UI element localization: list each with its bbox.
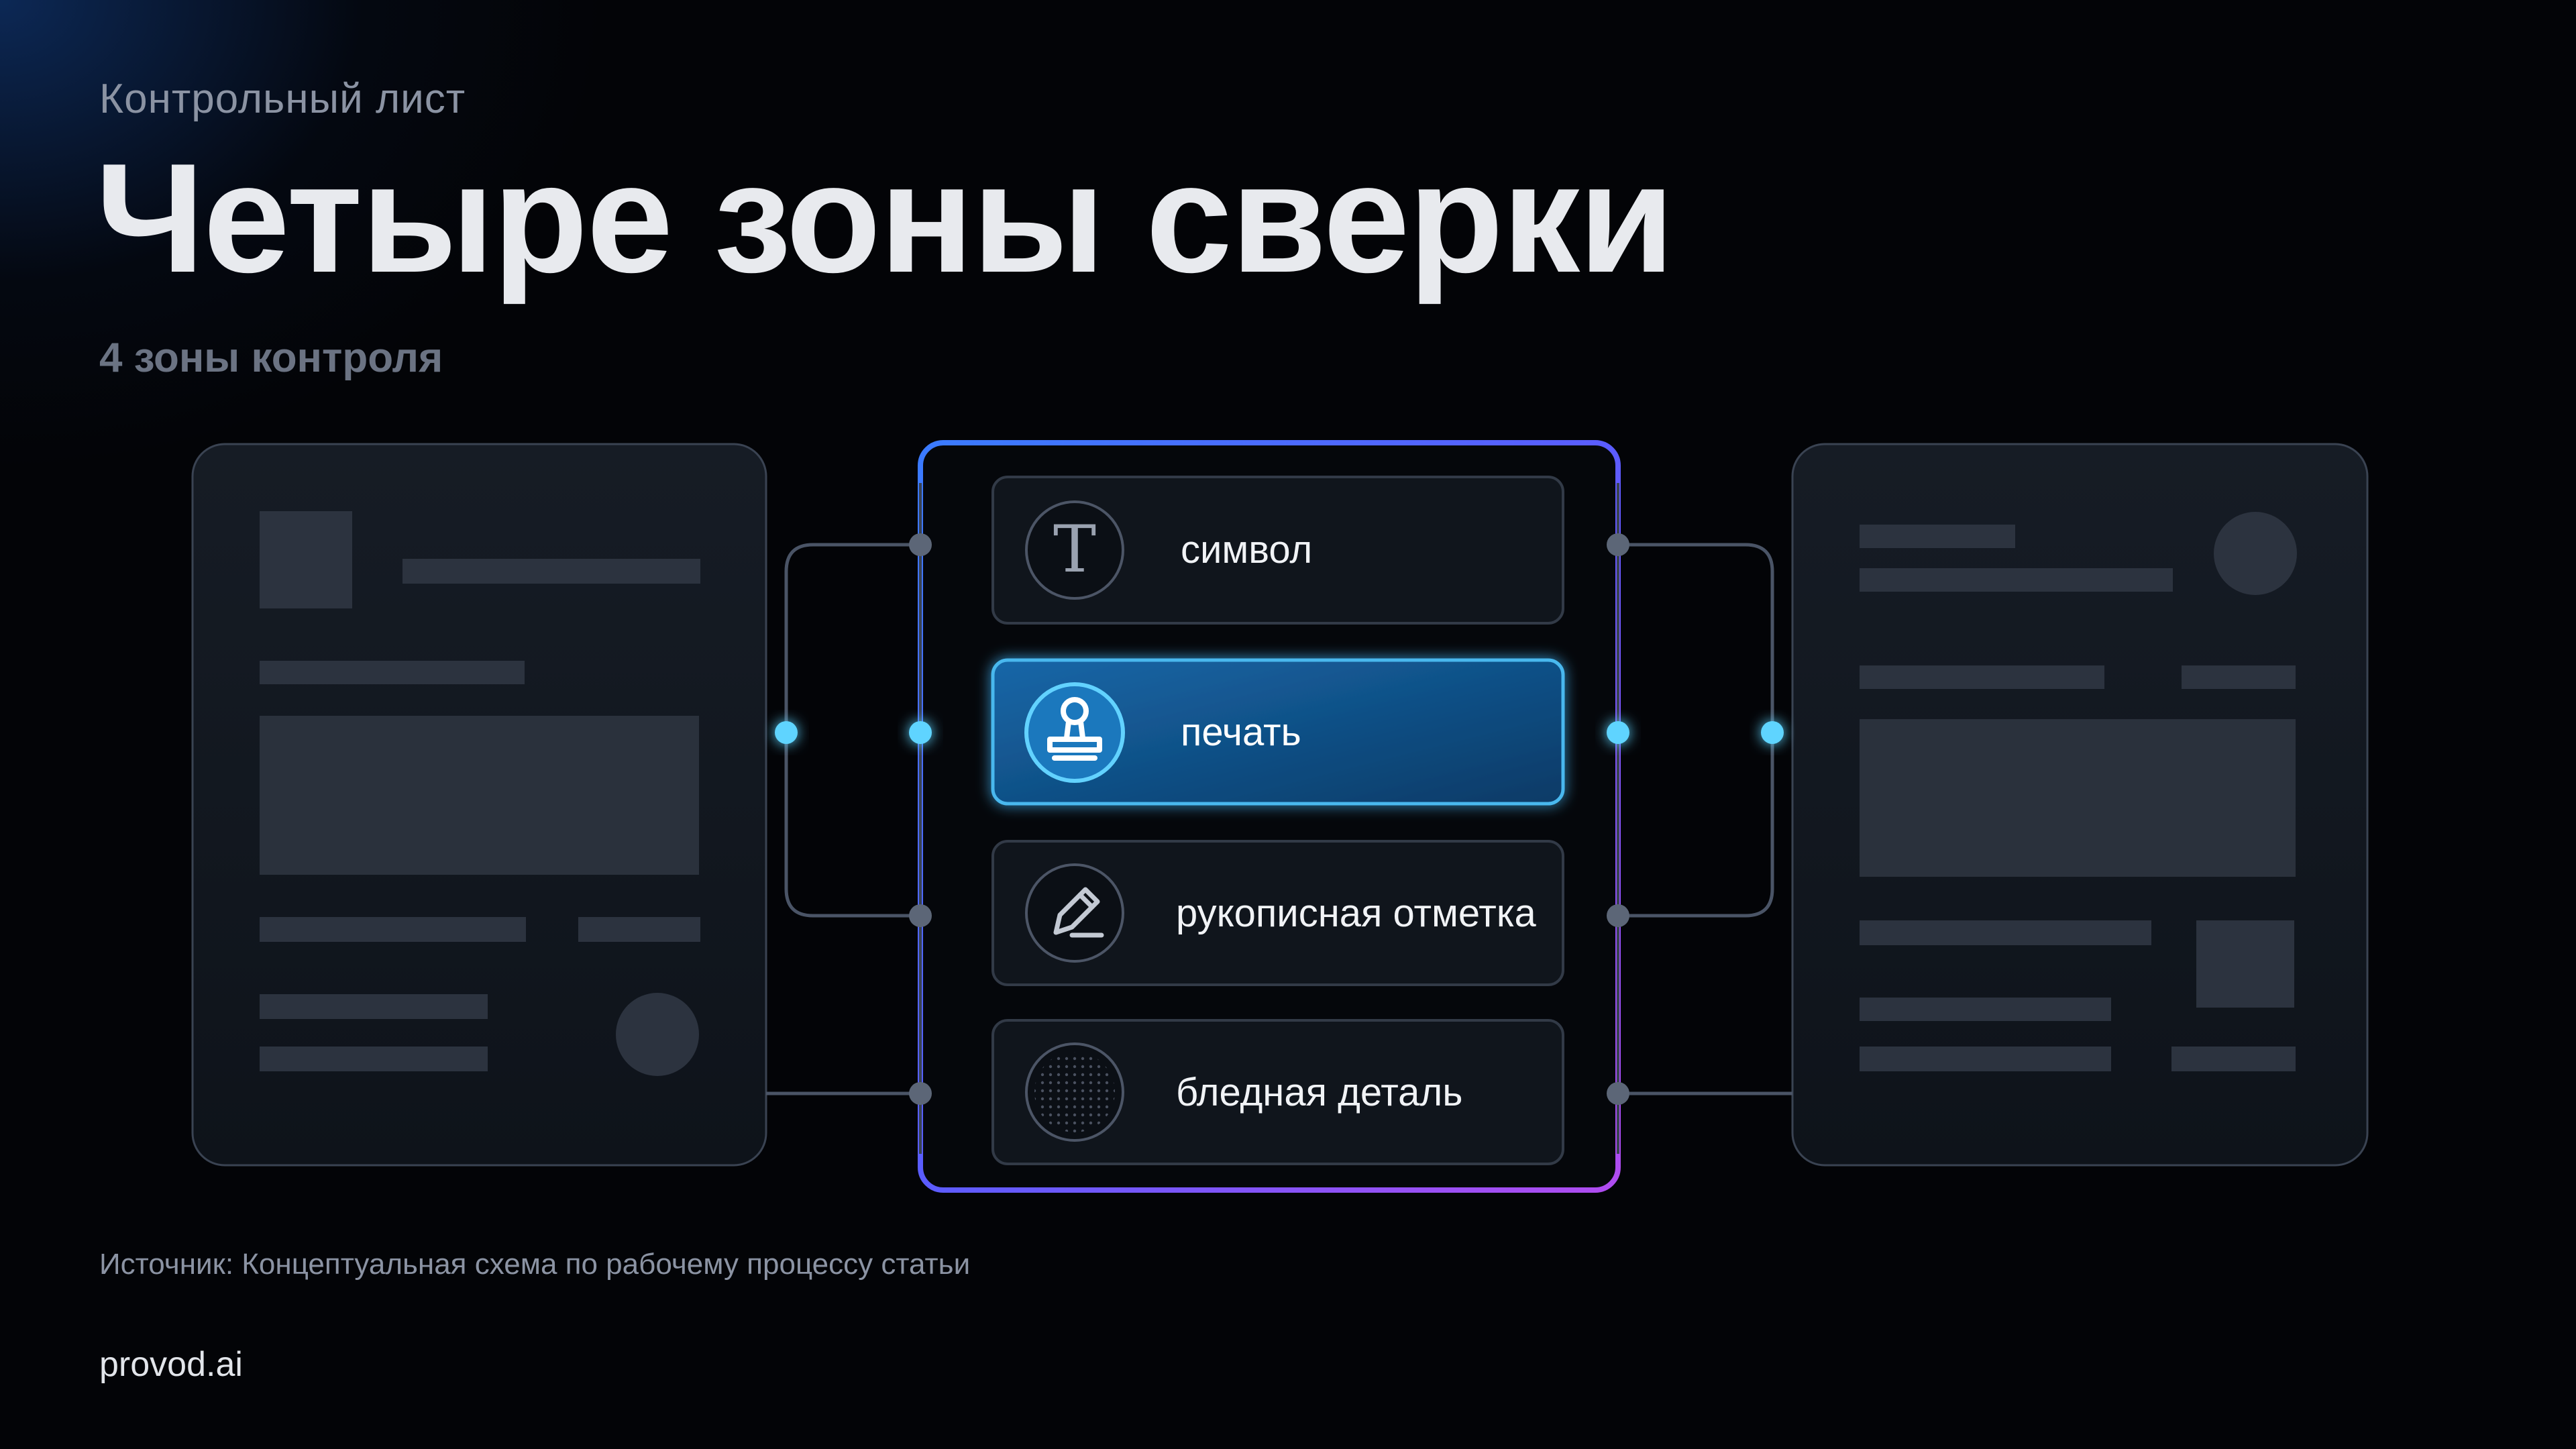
left-doc-seal-placeholder — [616, 993, 699, 1076]
left-document-card — [191, 443, 767, 1167]
zone-card-stamp[interactable] — [991, 658, 1565, 806]
page-title: Четыре зоны сверки — [95, 131, 1674, 305]
pen-icon — [1025, 863, 1124, 963]
page-subtitle: 4 зоны контроля — [99, 335, 443, 381]
brand-label: provod.ai — [99, 1345, 243, 1384]
letter-t-icon — [1025, 500, 1124, 600]
source-caption: Источник: Концептуальная схема по рабоче… — [99, 1248, 971, 1281]
zone-card-handwritten[interactable] — [991, 840, 1564, 986]
eyebrow-label: Контрольный лист — [99, 76, 466, 122]
zone-card-symbol[interactable]: T — [991, 476, 1564, 625]
connection-nodes — [775, 533, 1784, 1105]
zone-label-stamp: печать — [1181, 710, 1301, 754]
zone-label-handwritten: рукописная отметка — [1176, 892, 1536, 935]
zone-card-faint-detail[interactable] — [991, 1019, 1564, 1165]
right-document-card — [1791, 443, 2369, 1167]
left-doc-image-placeholder — [260, 511, 352, 608]
stamp-icon — [1024, 682, 1125, 783]
right-doc-seal-placeholder — [2214, 512, 2297, 595]
zone-label-faint-detail: бледная деталь — [1176, 1071, 1463, 1114]
letter-t-glyph: T — [1053, 512, 1096, 587]
zone-label-symbol: символ — [1181, 528, 1313, 572]
